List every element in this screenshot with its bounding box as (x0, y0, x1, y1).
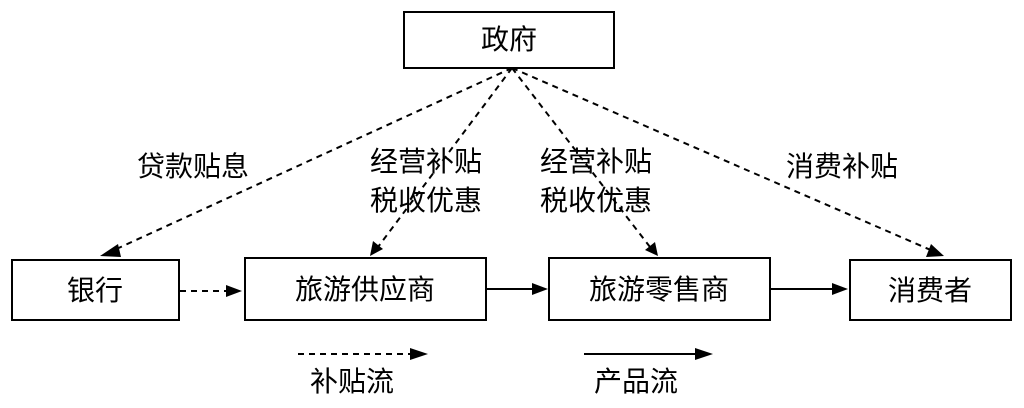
node-consumer-label: 消费者 (888, 274, 972, 307)
edge-label-retailer-line1: 经营补贴 (540, 145, 652, 178)
node-bank-label: 银行 (67, 274, 123, 307)
arrowhead-bank (100, 244, 121, 257)
arrowhead-consumer (926, 244, 944, 257)
edge-label-supplier-line1: 经营补贴 (370, 145, 482, 178)
node-government-label: 政府 (481, 23, 537, 56)
node-consumer: 消费者 (849, 259, 1012, 321)
arrowhead-retailer-consumer (832, 283, 848, 295)
node-bank: 银行 (11, 259, 180, 321)
legend-product-label: 产品流 (594, 365, 678, 398)
node-government: 政府 (403, 11, 615, 69)
edge-gov-to-retailer (511, 67, 651, 248)
legend-subsidy-label: 补贴流 (310, 365, 394, 398)
legend-product-arrowhead (695, 348, 713, 360)
edge-gov-to-bank (111, 67, 513, 252)
node-retailer: 旅游零售商 (548, 257, 771, 321)
edge-label-retailer-line2: 税收优惠 (540, 184, 652, 217)
arrowhead-supplier (370, 241, 383, 256)
edge-label-supplier-line2: 税收优惠 (370, 184, 482, 217)
arrowhead-retailer (645, 242, 658, 256)
arrowhead-supplier-retailer (532, 283, 548, 295)
node-supplier-label: 旅游供应商 (295, 273, 435, 306)
node-supplier: 旅游供应商 (244, 257, 487, 321)
legend-subsidy-arrowhead (410, 348, 428, 360)
subsidy-edges (100, 67, 944, 257)
node-retailer-label: 旅游零售商 (589, 273, 729, 306)
edge-gov-to-supplier (377, 67, 513, 248)
legend: 补贴流 产品流 (298, 348, 713, 398)
edge-label-bank: 贷款贴息 (137, 150, 249, 183)
edge-label-consumer: 消费补贴 (786, 150, 898, 183)
arrowhead-bank-supplier (226, 285, 242, 297)
